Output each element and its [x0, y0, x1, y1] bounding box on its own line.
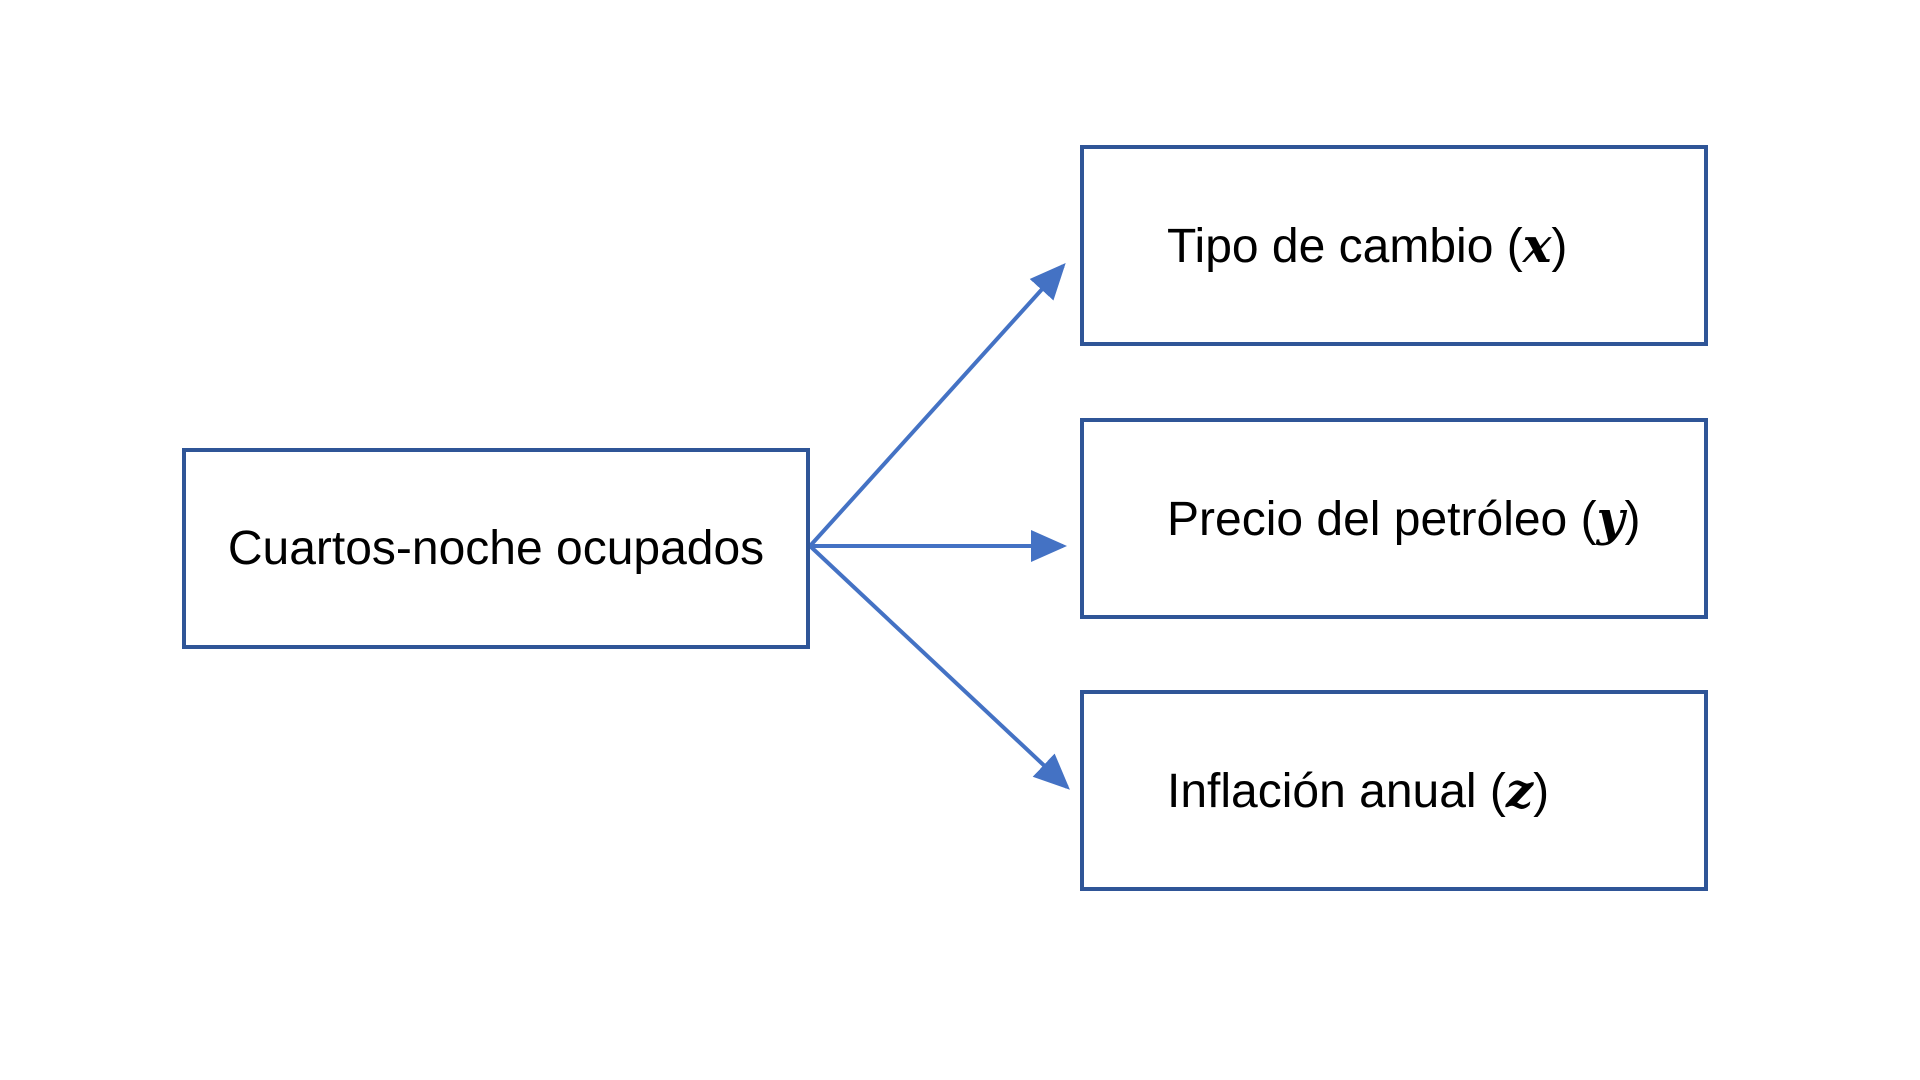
closing-paren: ) [1551, 219, 1568, 273]
closing-paren: ) [1533, 764, 1550, 818]
arrow-to-tipo-de-cambio [808, 263, 1066, 548]
source-box: Cuartos-noche ocupados [182, 448, 810, 649]
target-text: Tipo de cambio ( [1167, 219, 1523, 273]
variable-symbol: y [1596, 490, 1625, 547]
variable-symbol: z [1505, 762, 1534, 819]
arrow-to-inflacion-anual [808, 544, 1070, 790]
target-text: Precio del petróleo ( [1167, 492, 1597, 546]
variable-symbol: x [1522, 217, 1552, 274]
target-label-precio-del-petroleo: Precio del petróleo (y) [1167, 491, 1640, 547]
target-label-tipo-de-cambio: Tipo de cambio (x) [1167, 218, 1567, 274]
target-box-precio-del-petroleo: Precio del petróleo (y) [1080, 418, 1708, 619]
target-text: Inflación anual ( [1167, 764, 1506, 818]
source-label: Cuartos-noche ocupados [227, 522, 765, 575]
closing-paren: ) [1624, 492, 1641, 546]
target-box-inflacion-anual: Inflación anual (z) [1080, 690, 1708, 891]
target-box-tipo-de-cambio: Tipo de cambio (x) [1080, 145, 1708, 346]
target-label-inflacion-anual: Inflación anual (z) [1167, 763, 1549, 819]
